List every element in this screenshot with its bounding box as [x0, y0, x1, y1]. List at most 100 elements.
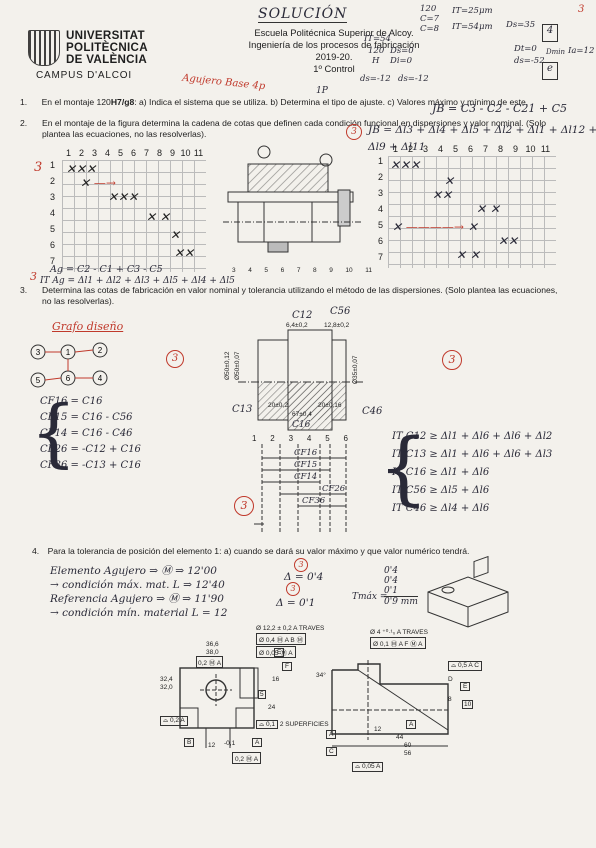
q2-number: 2. [20, 118, 28, 128]
q4-left-16: 16 [272, 676, 280, 683]
grid-row-5: 5 [378, 220, 384, 230]
note-ia12: Ia=12 [568, 46, 595, 56]
q4-score-1: 3 [294, 558, 308, 572]
q4-left-hole: Ø 12,2 ± 0,2 A TRAVES [256, 625, 325, 632]
q4-tval-1: 0'4 [384, 566, 398, 576]
q3-eq-4: CF26 = -C12 + C16 [40, 444, 141, 455]
q3-col-2: 2 [270, 434, 275, 443]
q3-v20b: 20±0,16 [318, 402, 342, 409]
rgrid-mark-2: ✕ [444, 174, 455, 188]
grid-mark-row2: ✕ —→ [80, 176, 116, 190]
q4-left-b: B [184, 738, 195, 747]
rgrid-mark-3: ✕✕ [432, 188, 453, 202]
mid-notes: 120 H Ds=0 Di=0 ds=-12 IT=54 ds=-12 [360, 34, 448, 95]
q4-left-e: E [274, 648, 285, 657]
question-4: 4. Para la tolerancia de posición del el… [32, 546, 572, 557]
svg-text:4: 4 [98, 374, 103, 383]
q4-hand-1: Elemento Agujero ⇒ Ⓜ ⇒ 12'00 [50, 565, 217, 577]
q3-req-4: IT C56 ≥ Δl5 + Δl6 [392, 485, 490, 496]
q4-right-hole: Ø 4 ⁺⁰·¹₀ A TRAVES [370, 629, 428, 636]
q4-tval-4: 0'9 mm [384, 597, 418, 607]
grid-col-6: 6 [130, 148, 136, 158]
grid-row-6: 6 [50, 240, 56, 250]
q3-score-right: 3 [442, 350, 462, 370]
q3-d1: Ø50±0,12 [224, 351, 231, 380]
university-logo: UNIVERSITAT POLITÈCNICA DE VALÈNCIA CAMP… [28, 30, 168, 82]
note-dt0: Dt=0 [514, 44, 537, 54]
q3-chain-lines [254, 444, 347, 532]
q4-delta-2: Δ = 0'1 [276, 597, 316, 609]
q4-delta-1: Δ = 0'4 [284, 571, 324, 583]
grid-row-7: 7 [378, 252, 384, 262]
q4-hand-notes: Elemento Agujero ⇒ Ⓜ ⇒ 12'00 → condición… [50, 564, 310, 620]
q4-score-2: 3 [286, 582, 300, 596]
header-course: Ingeniería de los procesos de fabricació… [248, 39, 420, 62]
q4-left-24: 24 [268, 704, 276, 711]
q4-right-a: A [326, 730, 337, 739]
question-1: 1. En el montaje 120H7/g8: a) Indica el … [20, 97, 580, 108]
rgrid-mark-4: ✕ ✕ [476, 202, 500, 216]
asm-3: 3 [232, 267, 236, 274]
q4-part-3d-sketch [427, 555, 509, 628]
svg-text:1: 1 [66, 348, 71, 357]
q3-c56-value: 12,8±0,2 [324, 322, 350, 329]
q4-right-flat: ⌓ 0,5 A C [448, 661, 482, 671]
header-note-2: 1P [316, 86, 328, 96]
q3-col-6: 6 [343, 434, 348, 443]
q3-v20a: 20±0,2 [268, 402, 288, 409]
header-note: Agujero Base 4p [181, 72, 266, 93]
q4-right-12: 12 [374, 726, 382, 733]
q4-tval-3: 0'1 [384, 586, 418, 597]
q3-c56: C56 [330, 306, 351, 317]
q3-v67: 67±0,4 [292, 411, 312, 418]
q1-hand-equation: JB = C3 - C2 - C21 + C5 [432, 102, 567, 115]
grid-col-11: 11 [540, 144, 551, 154]
q3-eq-3: CF14 = C16 - C46 [40, 428, 133, 439]
q4-left-12: 12 [208, 742, 216, 749]
q3-left-equations: CF16 = C16 CF15 = C16 - C56 CF14 = C16 -… [40, 394, 210, 474]
asm-8: 8 [313, 267, 317, 274]
q2-score-circle: 3 [346, 124, 362, 140]
q4-left-surfaces: 2 SUPERFICIES [279, 721, 329, 728]
q3-col-1: 1 [252, 434, 257, 443]
logo-campus: CAMPUS D'ALCOI [36, 70, 132, 81]
q3-right-brace: { [378, 421, 429, 514]
q4-left-frame-1: Ø 0,4 Ⓜ A B Ⓜ [256, 633, 307, 645]
q4-left-w1: 36,6 [206, 641, 219, 648]
q3-c16: C16 [292, 420, 311, 430]
grid-col-4: 4 [104, 148, 110, 158]
solution-title: SOLUCIÓN [258, 6, 348, 23]
q4-right-a-ref: A [406, 720, 417, 729]
q3-req-2: IT C13 ≥ Δl1 + Δl6 + Δl6 + Δl3 [392, 449, 553, 460]
q3-number: 3. [20, 285, 28, 295]
asm-6: 6 [280, 267, 285, 274]
asm-11: 11 [365, 267, 372, 274]
grid-row-3: 3 [378, 188, 384, 198]
q4-left-h1: 32,4 [160, 676, 173, 683]
grid-col-5: 5 [117, 148, 123, 158]
q3-cf36: CF36 [302, 496, 326, 506]
q2-hand-equation: JB = Δl3 + Δl4 + Δl5 + Δl2 + Δl1 + Δl12 … [368, 124, 596, 153]
q3-req-3: IT C16 ≥ Δl1 + Δl6 [392, 467, 490, 478]
grid-mark-row3: ✕✕✕ [108, 190, 139, 204]
asm-5: 5 [264, 267, 269, 274]
q4-left-drawing [179, 667, 259, 748]
grid-row-5: 5 [50, 224, 56, 234]
q2-text: En el montaje de la figura determina la … [42, 118, 547, 139]
q4-right-angle: 34° [316, 672, 326, 679]
svg-text:6: 6 [66, 374, 71, 383]
rgrid-mark-1: ✕✕✕ [390, 158, 421, 172]
q3-graph: 3 1 2 5 6 4 [30, 342, 108, 388]
question-2: 2. En el montaje de la figura determina … [20, 118, 560, 140]
logo-line-1: UNIVERSITAT [66, 29, 145, 42]
q3-eq-5: CF36 = -C13 + C16 [40, 460, 141, 471]
note-it25: IT=25μm [452, 6, 493, 16]
note-it54: IT=54μm [452, 22, 493, 32]
q3-cf14: CF14 [294, 472, 318, 482]
svg-text:3: 3 [36, 348, 41, 357]
q3-shaft-drawing [238, 329, 363, 431]
note-ds35: Ds=35 [506, 20, 536, 30]
